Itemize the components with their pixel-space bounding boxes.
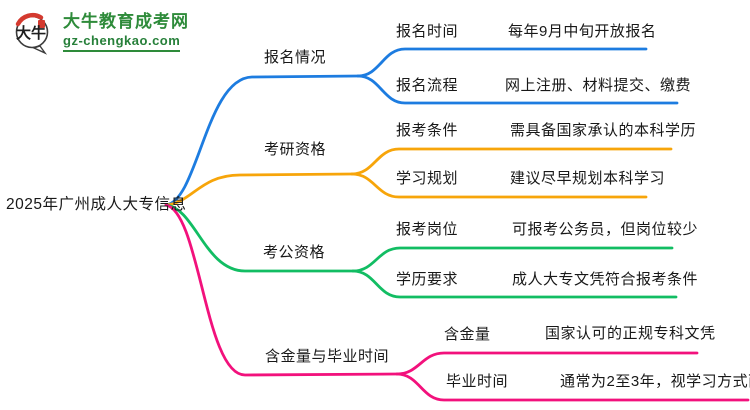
logo-text-block: 大牛教育成考网 gz-chengkao.com [63,12,189,52]
node-eligible-positions-value: 可报考公务员，但岗位较少 [512,221,699,238]
node-study-planning-label: 学习规划 [396,170,459,187]
branch-enrollment-main-curve [164,74,360,207]
node-study-planning-value: 建议尽早规划本科学习 [510,170,666,187]
node-eligible-positions-label: 报考岗位 [396,221,459,238]
branch-enrollment-child-1-curve [356,47,648,78]
branch-value-graduation-child-1-curve [395,351,699,376]
branch-postgrad-label: 考研资格 [264,141,327,158]
branch-civil-service-child-2-curve [351,269,678,299]
branch-civil-service-label: 考公资格 [263,244,326,261]
node-enrollment-time-value: 每年9月中旬开放报名 [508,23,657,40]
node-graduation-time-label: 毕业时间 [446,373,509,390]
node-education-requirement-label: 学历要求 [396,271,459,288]
branch-postgrad-main-curve [164,172,354,207]
node-credential-value-value: 国家认可的正规专科文凭 [545,325,716,342]
root-node-label: 2025年广州成人大专信息 [6,196,187,213]
node-graduation-time-value: 通常为2至3年，视学习方式而定 [560,373,750,390]
logo-bubble-icon: 大牛 [15,12,49,55]
branch-value-graduation-label: 含金量与毕业时间 [265,348,390,365]
branch-postgrad-child-2-curve [350,172,648,199]
site-logo: 大牛 大牛教育成考网 gz-chengkao.com [10,8,189,55]
branch-enrollment-child-2-curve [356,74,679,105]
logo-title: 大牛教育成考网 [63,11,189,31]
node-enrollment-time-label: 报名时间 [396,23,459,40]
logo-domain: gz-chengkao.com [63,33,181,52]
node-credential-value-label: 含金量 [444,326,491,343]
node-application-requirements-value: 需具备国家承认的本科学历 [510,122,697,139]
node-application-requirements-label: 报考条件 [396,122,459,139]
node-enrollment-process-label: 报名流程 [396,77,459,94]
branch-postgrad-child-1-curve [350,147,673,176]
branch-civil-service-main-curve [164,203,355,273]
node-enrollment-process-value: 网上注册、材料提交、缴费 [505,77,692,94]
node-education-requirement-value: 成人大专文凭符合报考条件 [512,271,699,288]
branch-value-graduation-child-2-curve [395,372,750,402]
logo-bubble-text: 大牛 [16,24,46,42]
branch-value-graduation-main-curve [164,203,399,377]
branch-enrollment-label: 报名情况 [264,49,327,66]
branch-civil-service-child-1-curve [351,246,674,273]
